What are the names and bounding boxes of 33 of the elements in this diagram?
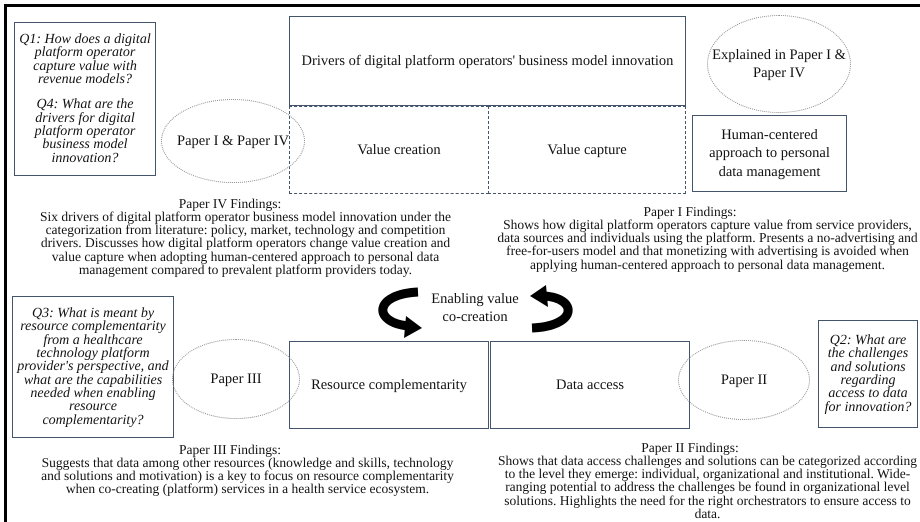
- concept-box: [488, 106, 686, 194]
- concept-box: [289, 16, 686, 106]
- findings-heading: Paper I Findings:: [642, 205, 738, 218]
- findings-heading: Paper III Findings:: [178, 443, 282, 456]
- node-label: Value capture: [546, 140, 628, 160]
- concept-box: [289, 106, 489, 194]
- node-label: Data access: [554, 376, 626, 394]
- node-label: Paper III: [209, 370, 263, 388]
- node-label: Explained in Paper I & Paper IV: [711, 46, 847, 82]
- findings-text: Six drivers of digital platform operator business model innovation under the categorization from literature: policy, market, technology and competition drivers. Discusses how digital platform operators change value creation and value capture when adopting human-centered approach to personal data management compared to prevalent platform providers today.: [39, 210, 452, 276]
- findings-heading: Paper II Findings:: [640, 441, 740, 454]
- concept-box: [692, 115, 847, 192]
- research-question: Q2: What are the challenges and solutions regarding access to data for innovation?: [824, 334, 912, 414]
- findings-text: Shows that data access challenges and solutions can be categorized according to the level they emerge: individual, organizational and institutional. Wide-ranging potential to address the challenges be found in organizational level solutions. Highlights the need for the right orchestrators to ensure access to data.: [496, 454, 918, 520]
- node-label: Human-centered approach to personal data management: [708, 126, 831, 181]
- findings-heading: Paper IV Findings:: [178, 197, 282, 210]
- question-box: [818, 320, 918, 428]
- findings-text: Shows how digital platform operators capture value from service providers, data sources and individuals using the platform. Presents a no-advertising and free-for-users model and that monetizing with advertising is avoided when applying human-centered approach to personal data management.: [496, 218, 919, 271]
- paper-ellipse: [678, 340, 810, 420]
- concept-box: [490, 341, 690, 429]
- node-label: Paper I & Paper IV: [176, 132, 290, 150]
- node-label: Drivers of digital platform operators' business model innovation: [300, 52, 674, 70]
- question-box: [12, 296, 174, 438]
- findings-text: Suggests that data among other resources (knowledge and skills, technology and solutions and motivation) is a key to focus on resource complementarity when co-creating (platform) services in a health service ecosystem.: [40, 456, 455, 496]
- paper-ellipse: [707, 15, 851, 113]
- concept-box: [289, 341, 489, 429]
- question-box: [14, 22, 156, 176]
- node-label: Paper II: [720, 370, 768, 390]
- research-question: Q3: What is meant by resource complementarity from a healthcare technology platform provider's perspective, and what are the capabilities needed when enabling resource complementarity?: [16, 307, 170, 427]
- node-label: Value creation: [356, 140, 442, 160]
- node-label: Resource complementarity: [310, 376, 468, 394]
- research-question: Q1: How does a digital platform operator capture value with revenue models?: [18, 33, 152, 86]
- research-question: Q4: What are the drivers for digital platform operator business model innovation?: [32, 98, 136, 165]
